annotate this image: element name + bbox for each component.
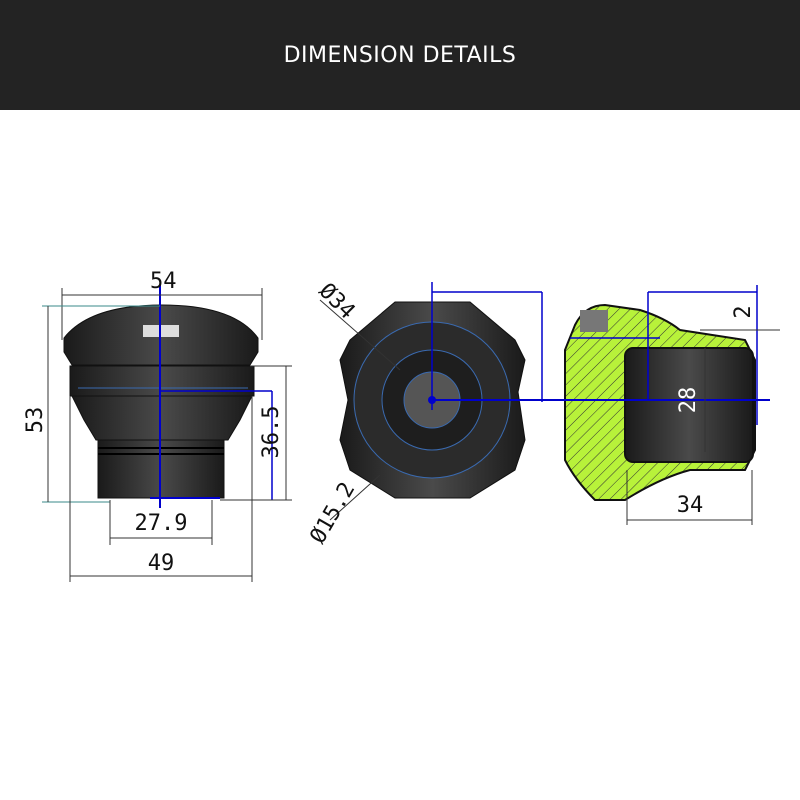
dim-outer-diameter: Ø34: [314, 279, 360, 325]
dim-bore: 28: [676, 387, 701, 414]
header-bar: DIMENSION DETAILS: [0, 0, 800, 110]
dim-offset: 2: [731, 305, 756, 318]
section-view: 28 34 2: [560, 285, 780, 525]
dim-height: 53: [23, 407, 48, 434]
dim-length: 34: [677, 493, 704, 518]
dim-bottom-width: 27.9: [135, 511, 188, 536]
front-view: 54 53 36.5 27.9 49: [23, 269, 292, 582]
dim-inner-diameter: Ø15.2: [306, 478, 361, 548]
dim-body-height: 36.5: [259, 406, 284, 459]
page-title: DIMENSION DETAILS: [283, 42, 517, 68]
dim-top-width: 54: [150, 269, 177, 294]
top-view: Ø34 Ø15.2: [306, 279, 570, 548]
dim-body-width: 49: [148, 551, 175, 576]
